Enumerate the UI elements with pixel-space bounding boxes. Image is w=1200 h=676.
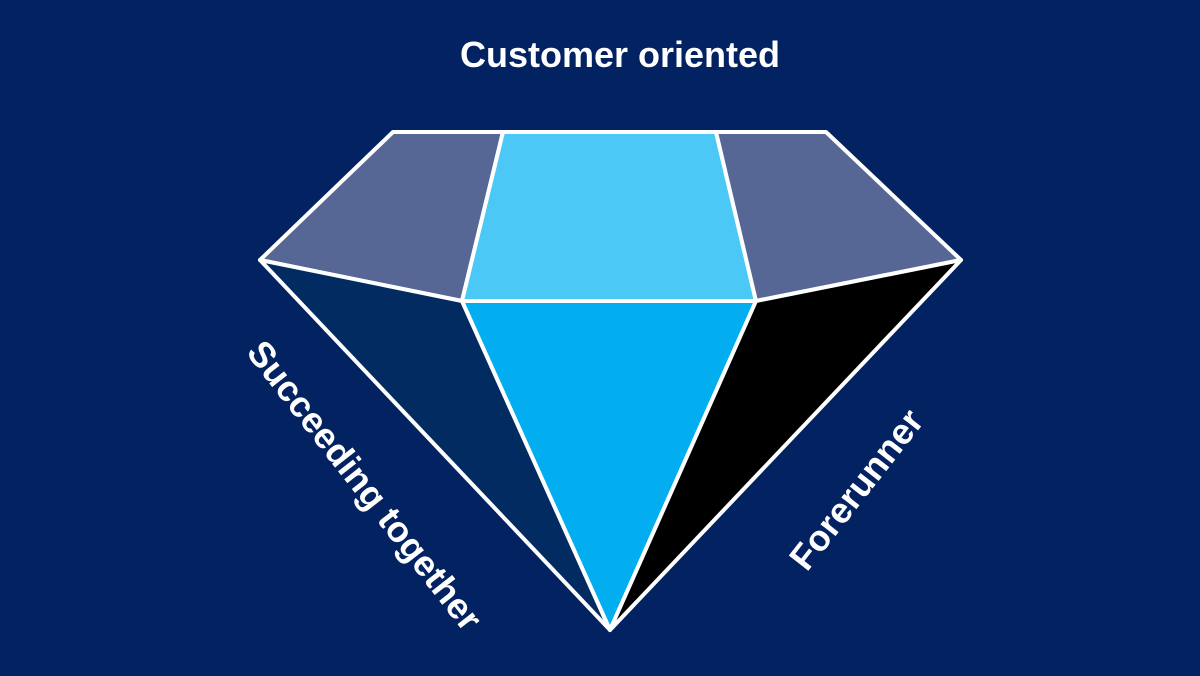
label-customer-oriented: Customer oriented	[460, 34, 780, 75]
crown-center-facet	[460, 130, 758, 303]
pavilion-right-facet	[608, 258, 963, 632]
